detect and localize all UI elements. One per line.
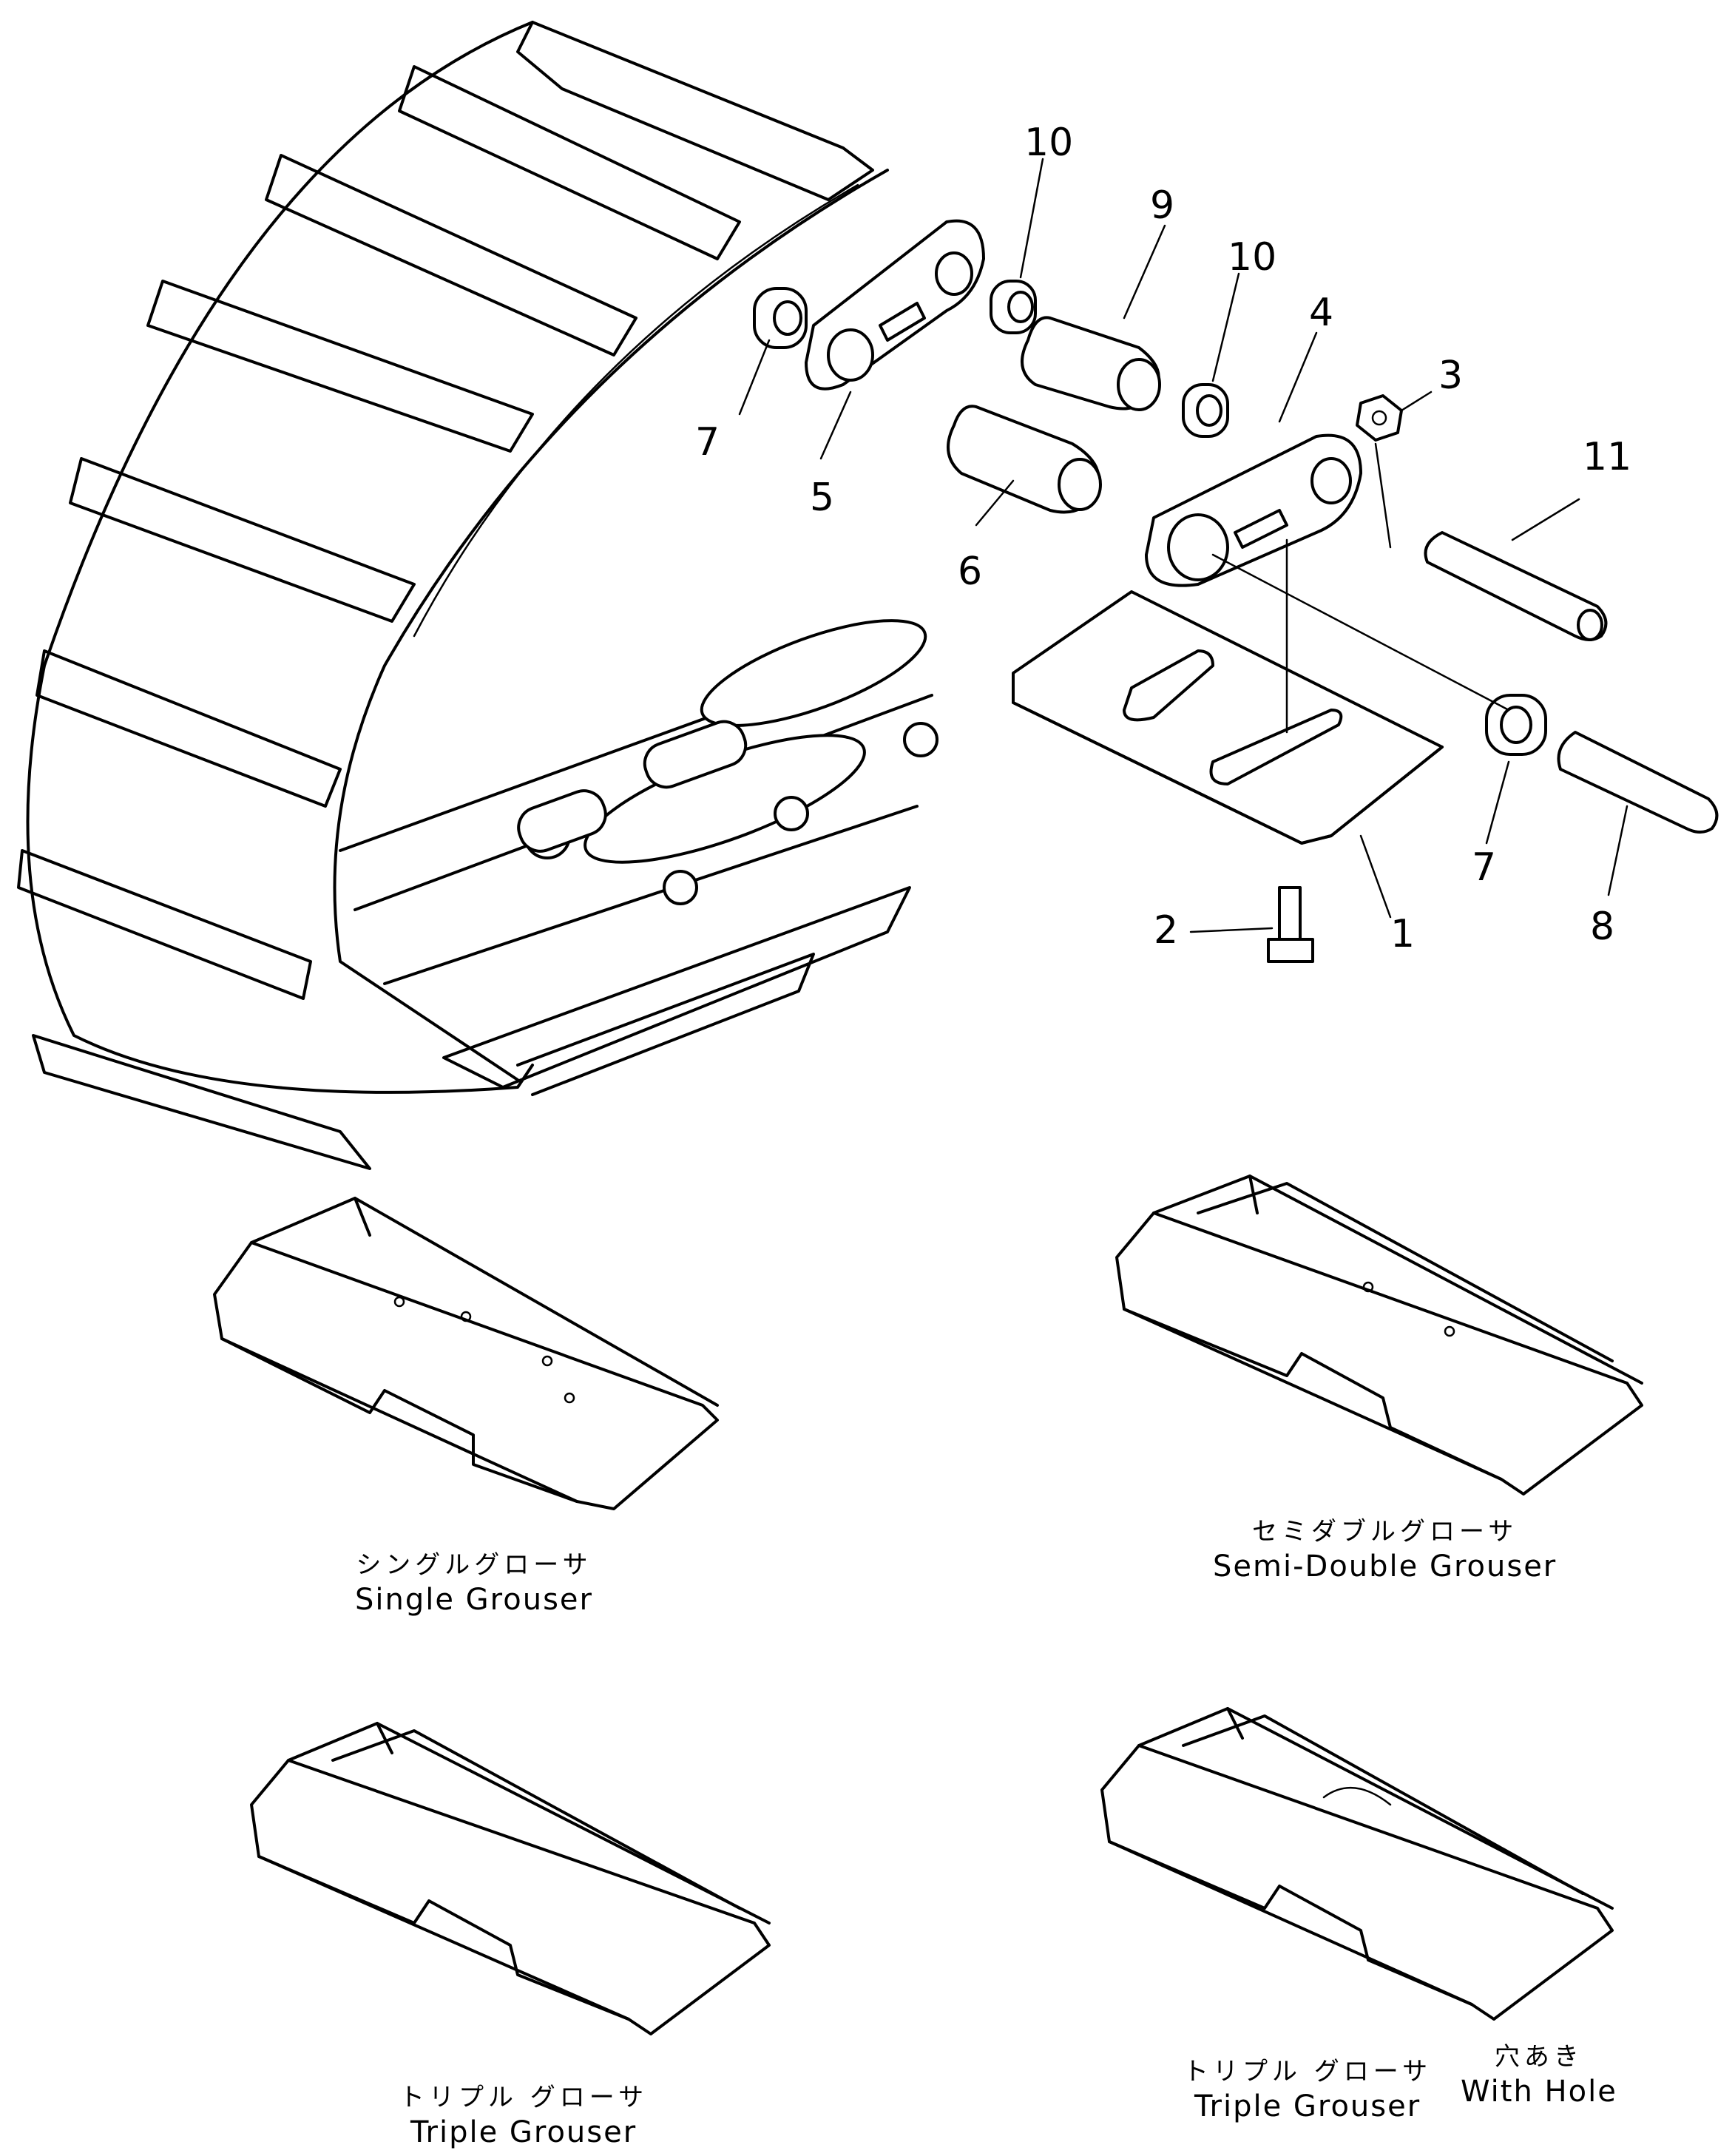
part-9-bushing — [1021, 316, 1161, 411]
caption-jp: シングルグローサ — [356, 1550, 592, 1580]
callout-7-right: 7 — [1472, 845, 1496, 890]
caption-jp: トリプル グローサ — [399, 2083, 649, 2112]
callout-7-left: 7 — [695, 420, 720, 464]
caption-with-hole: 穴あき With Hole — [1461, 2041, 1617, 2110]
shoe-single-grouser-drawing — [213, 1197, 719, 1510]
callout-10-top: 10 — [1024, 121, 1073, 165]
callout-6: 6 — [958, 550, 982, 594]
shoe-triple-grouser-drawing — [250, 1722, 771, 2035]
caption-semi-double-grouser: セミダブルグローサ Semi-Double Grouser — [1213, 1516, 1557, 1585]
caption-jp: トリプル グローサ — [1183, 2057, 1433, 2086]
exploded-parts — [753, 219, 1719, 963]
part-7-seal-left — [753, 287, 808, 349]
caption-triple-grouser: トリプル グローサ Triple Grouser — [399, 2082, 648, 2151]
part-2-bolt — [1267, 886, 1314, 963]
part-5-link — [805, 219, 985, 391]
caption-en: With Hole — [1461, 2074, 1617, 2109]
callout-5: 5 — [810, 476, 834, 520]
part-7-seal-right — [1485, 694, 1547, 756]
callout-1: 1 — [1390, 912, 1415, 956]
shoe-triple-grouser-with-hole-drawing — [1100, 1707, 1614, 2021]
callout-9: 9 — [1150, 183, 1174, 228]
part-11-pin — [1424, 531, 1608, 641]
caption-single-grouser: シングルグローサ Single Grouser — [355, 1550, 593, 1618]
caption-jp: セミダブルグローサ — [1251, 1517, 1518, 1547]
part-10-seal-upper — [990, 280, 1037, 334]
caption-en: Semi-Double Grouser — [1213, 1549, 1558, 1584]
part-1-shoe — [1012, 590, 1444, 845]
callout-8: 8 — [1590, 905, 1614, 949]
leader-lines — [738, 158, 1629, 933]
caption-jp: 穴あき — [1494, 2042, 1583, 2072]
part-8-pin — [1557, 731, 1719, 834]
part-4-link — [1145, 433, 1362, 587]
part-3-nut — [1356, 394, 1403, 442]
callout-11: 11 — [1583, 435, 1631, 479]
part-6-bushing — [947, 405, 1102, 514]
shoe-semi-double-grouser-drawing — [1115, 1175, 1643, 1496]
caption-triple-grouser-hole: トリプル グローサ Triple Grouser — [1183, 2056, 1432, 2125]
callout-4: 4 — [1309, 291, 1333, 335]
caption-en: Triple Grouser — [1194, 2089, 1421, 2123]
part-10-seal-lower — [1182, 383, 1229, 438]
callout-labels: 10 9 10 4 3 11 7 5 6 7 8 1 2 — [695, 121, 1631, 956]
callout-10-mid: 10 — [1228, 235, 1276, 280]
callout-2: 2 — [1154, 908, 1178, 953]
callout-3: 3 — [1438, 354, 1463, 398]
caption-en: Single Grouser — [355, 1582, 593, 1617]
track-assembly-drawing — [17, 21, 938, 1170]
caption-en: Triple Grouser — [410, 2115, 637, 2149]
